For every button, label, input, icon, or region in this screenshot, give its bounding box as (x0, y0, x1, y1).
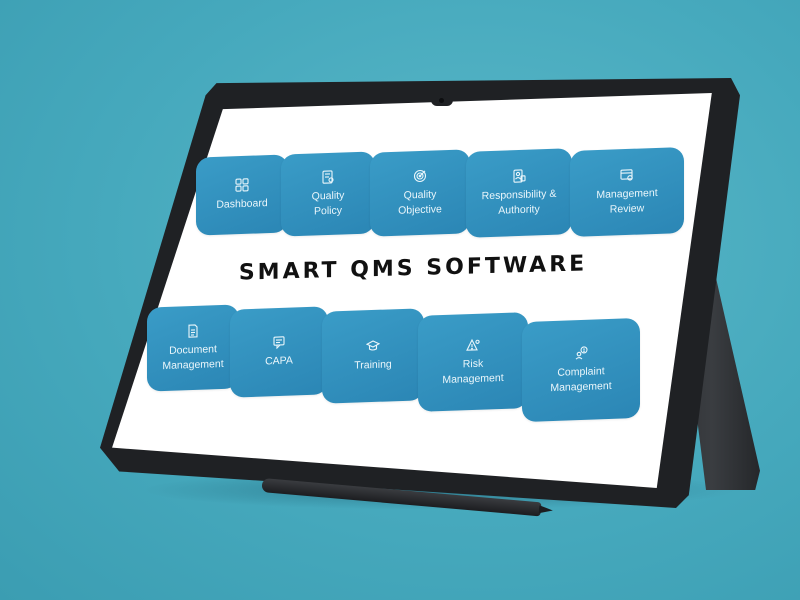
camera-notch (431, 96, 453, 106)
tile-complaint-management[interactable]: Complaint Management (522, 317, 640, 423)
tile-capa[interactable]: CAPA (230, 306, 328, 398)
review-icon (620, 168, 634, 182)
tile-label: Training (354, 358, 392, 373)
tile-label: Management Review (596, 187, 658, 216)
tile-label: Dashboard (216, 197, 268, 212)
tile-document-management[interactable]: Document Management (147, 304, 239, 392)
tile-label: Quality Objective (398, 188, 442, 217)
tile-label: Document Management (162, 343, 224, 372)
complaint-icon (574, 346, 588, 360)
tile-label: CAPA (265, 354, 293, 368)
tile-label: Risk Management (442, 357, 504, 386)
tile-label: Responsibility & Authority (481, 188, 557, 217)
graduation-cap-icon (366, 339, 380, 353)
tile-label: Quality Policy (311, 189, 345, 217)
tile-quality-objective[interactable]: Quality Objective (370, 149, 470, 237)
warning-icon (466, 338, 480, 352)
document-icon (186, 324, 200, 339)
tile-dashboard[interactable]: Dashboard (196, 154, 288, 236)
user-doc-icon (512, 169, 526, 184)
tile-risk-management[interactable]: Risk Management (418, 312, 528, 412)
tile-responsibility-authority[interactable]: Responsibility & Authority (466, 148, 572, 238)
tile-label: Complaint Management (550, 365, 612, 394)
policy-icon (321, 170, 335, 185)
tile-quality-policy[interactable]: Quality Policy (281, 151, 375, 237)
dashboard-icon (235, 178, 249, 193)
tile-training[interactable]: Training (322, 308, 424, 404)
target-icon (413, 169, 427, 183)
capa-icon (272, 335, 286, 350)
tile-management-review[interactable]: Management Review (570, 147, 684, 237)
